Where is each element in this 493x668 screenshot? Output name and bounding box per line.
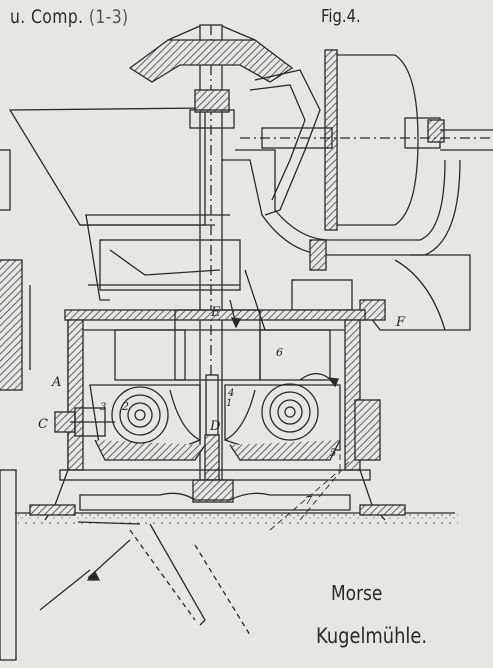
main-shaft [189, 24, 235, 503]
figure-number: Fig.4. [321, 6, 361, 27]
header-range: (1-3) [88, 6, 129, 28]
grinding-ball-right [261, 383, 319, 441]
label-a: A [51, 375, 61, 390]
section-lines [269, 385, 351, 531]
rotation-arrow [229, 299, 339, 388]
base-plate [29, 469, 406, 516]
grinding-ring [89, 384, 341, 461]
caption-line-1: Morse [331, 581, 383, 605]
part-labels: A C D E F 1 2 3 4 5 6 7 [38, 305, 406, 507]
label-6: 6 [276, 346, 283, 359]
label-7: 7 [305, 494, 312, 507]
bearing-bracket [222, 149, 471, 331]
header-prefix: u. Comp. [10, 6, 84, 28]
feed-hopper [8, 107, 241, 301]
lid-plate [64, 269, 366, 381]
caption-line-2: Kugelmühle. [316, 624, 428, 648]
label-3: 3 [100, 402, 106, 413]
label-e: E [210, 305, 221, 320]
drive-pulley [240, 49, 493, 231]
label-4: 4 [227, 388, 234, 399]
label-f: F [395, 315, 406, 330]
bevel-gear [128, 25, 321, 216]
adjacent-figure-left [0, 149, 31, 661]
label-5: 5 [330, 448, 336, 459]
grinding-ball-left [111, 386, 169, 444]
label-1: 1 [226, 398, 232, 409]
label-d: D [209, 419, 221, 434]
adjusting-screw [54, 407, 115, 437]
header-title: u. Comp. (1-3) [10, 6, 129, 28]
label-c: C [38, 417, 48, 432]
label-2: 2 [121, 400, 129, 413]
discharge-chute [39, 521, 251, 636]
